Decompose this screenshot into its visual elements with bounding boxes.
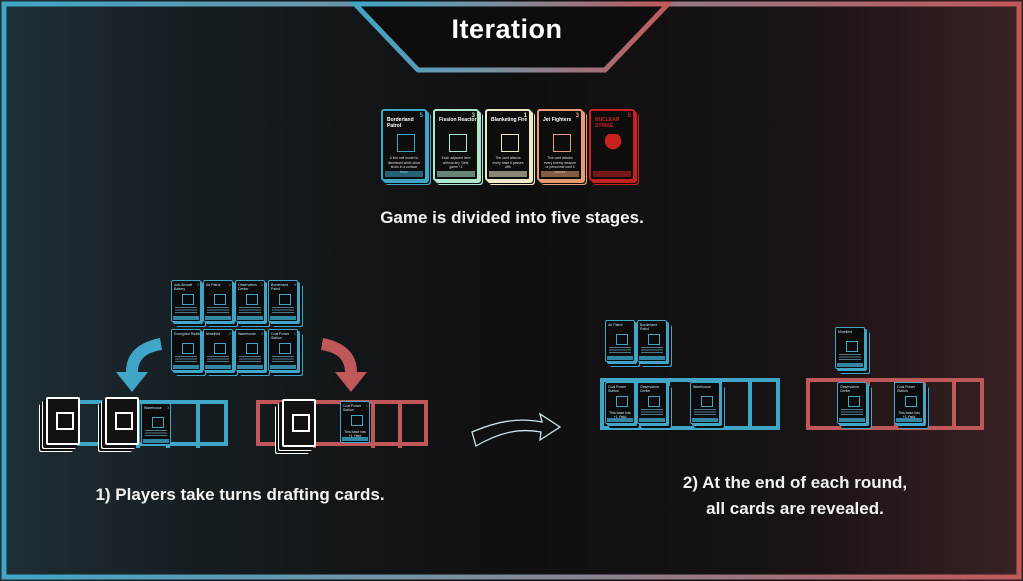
card-cost: 5 [293,282,296,287]
card-cost: 1 [293,331,296,336]
card-art-icon [616,396,628,407]
stage-card-name: Blanketing Fire [491,117,528,123]
card-name: Minefield [206,332,221,336]
transition-arrow-icon [471,412,562,447]
revealed-red-row-card[interactable]: Observation Center [837,382,867,424]
card-art-icon [182,294,194,305]
stage-card-cost: 3 [471,113,475,119]
card-name: Minefield [838,330,853,334]
stage-card-text: Each adjacent item without any Yield, ga… [441,156,471,169]
card-label: This base has +1 Yield [898,411,920,419]
mushroom-cloud-icon [603,134,623,154]
stages-caption: Game is divided into five stages. [380,208,644,227]
card-art-icon [246,343,258,354]
draft-pool-card[interactable]: Air Patrol 1 [203,280,233,322]
step1-caption: 1) Players take turns drafting cards. [95,485,385,504]
card-art-icon [182,343,194,354]
revealed-blue-row-card[interactable]: Warehouse [690,382,720,424]
card-name: Borderland Patrol [640,323,658,331]
blue-deck-back [46,397,80,445]
blue-hand-back [105,397,139,445]
revealed-blue-row-card[interactable]: Observation Center [637,382,667,424]
card-name: Air Patrol [206,283,221,287]
page-title: Iteration [451,14,563,44]
card-art-icon [214,294,226,305]
card-art-icon [905,396,917,407]
card-cost: 3 [196,331,199,336]
revealed-red-top-card[interactable]: Minefield [835,327,865,369]
revealed-blue-top-card[interactable]: Borderland Patrol [637,320,667,362]
red-hand-back [282,399,316,447]
card-cost: 3 [260,331,263,336]
card-name: Observation Center [640,385,659,393]
card-art-icon [279,343,291,354]
card-cost: 1 [228,282,231,287]
stage-card-cost: 5 [419,113,423,119]
stage-card-name: Jet Fighters [543,117,572,123]
card-cost: 2 [260,282,263,287]
card-art-icon [648,396,660,407]
stage-card-cost: 3 [575,113,579,119]
stage-card-cost: 1 [523,113,527,119]
reactor-icon [449,134,467,152]
blue-curved-arrow-icon [116,338,162,392]
card-name: Air Patrol [608,323,623,327]
card-art-icon [246,294,258,305]
card-art-icon [846,341,858,352]
stage-card-name: Fission Reactor [439,117,477,123]
step2-caption-line2: all cards are revealed. [706,499,884,518]
draft-pool-card[interactable]: Warehouse 3 [235,329,265,371]
revealed-blue-board [600,378,780,430]
card-art-icon [648,334,660,345]
card-cost: 2 [228,331,231,336]
revealed-blue-top-card[interactable]: Air Patrol [605,320,635,362]
card-name: Warehouse [238,332,256,336]
card-name: Coal Power Station [608,385,627,393]
red-curved-arrow-icon [321,338,367,392]
card-label: This base has +1 Yield [609,411,631,419]
card-name: Observation Center [840,385,859,393]
draft-pool-card[interactable]: Minefield 2 [203,329,233,371]
card-name: Coal Power Station [271,332,290,340]
stage-card[interactable]: NUCLEAR STRIKE 5 [589,109,635,181]
card-art-icon [279,294,291,305]
missile-icon [501,134,519,152]
card-name: Warehouse [693,385,711,389]
stage-card-cost: 5 [627,113,631,119]
stage-card-text: The card attacks every base it passes wi… [492,156,524,169]
card-art-icon [848,396,860,407]
card-name: Encrypted Radio [174,332,200,336]
card-art-icon [616,334,628,345]
soldier-icon [397,134,415,152]
stage-card-name: Borderland Patrol [387,117,414,129]
title-tab [349,1,674,73]
jet-icon [553,134,571,152]
card-art-icon [214,343,226,354]
stage-card-name: NUCLEAR STRIKE [595,117,620,129]
card-name: Coal Power Station [897,385,916,393]
step2-caption-line1: 2) At the end of each round, [682,473,908,492]
card-name: Observation Center [238,283,257,291]
card-cost: 2 [196,282,199,287]
card-name: Anti-Aircraft Battery [174,283,193,291]
draft-pool-card[interactable]: Borderland Patrol 5 [268,280,298,322]
card-name: Borderland Patrol [271,283,289,291]
card-art-icon [701,396,713,407]
